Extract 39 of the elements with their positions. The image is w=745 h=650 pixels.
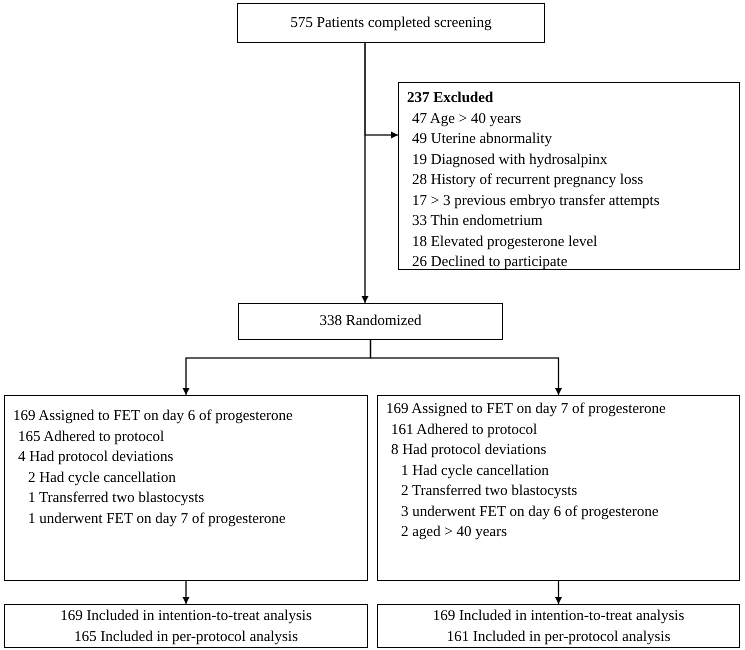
box-text: 19 Diagnosed with hydrosalpinx — [411, 150, 608, 170]
box-text: 17 > 3 previous embryo transfer attempts — [411, 192, 661, 210]
box-text: 161 Included in per-protocol analysis — [446, 628, 672, 646]
box-text: 338 Randomized — [318, 312, 423, 331]
box-text: 4 Had protocol deviations — [17, 448, 174, 467]
box-text: 1 underwent FET on day 7 of progesterone — [27, 510, 287, 528]
box-text: 26 Declined to participate — [411, 253, 568, 272]
box-text: 2 aged > 40 years — [400, 523, 508, 542]
arrow — [555, 581, 562, 604]
box-text: 169 Included in intention-to-treat analysis — [432, 607, 686, 626]
box-text: 3 underwent FET on day 6 of progesterone — [400, 502, 660, 522]
box-text: 47 Age > 40 years — [411, 110, 522, 128]
process-box — [377, 604, 740, 648]
arrow — [182, 581, 190, 604]
box-text: 169 Assigned to FET on day 6 of progesterone — [13, 407, 294, 426]
box-text: 33 Thin endometrium — [411, 212, 544, 231]
process-box — [237, 3, 545, 43]
box-text: 169 Assigned to FET on day 7 of progesterone — [386, 400, 667, 419]
box-text: 2 Had cycle cancellation — [27, 468, 177, 488]
box-text: 575 Patients completed screening — [289, 14, 493, 33]
process-box — [4, 395, 368, 581]
process-box — [377, 395, 740, 581]
process-box — [398, 82, 740, 270]
box-text: 1 Had cycle cancellation — [400, 462, 550, 480]
box-text: 165 Adhered to protocol — [17, 428, 166, 446]
arrow — [370, 340, 562, 395]
box-text: 1 Transferred two blastocysts — [27, 489, 206, 508]
box-text: 18 Elevated progesterone level — [411, 232, 598, 252]
box-text: 161 Adhered to protocol — [390, 420, 538, 440]
process-box — [4, 604, 368, 648]
box-text: 49 Uterine abnormality — [411, 130, 553, 149]
box-text: 28 History of recurrent pregnancy loss — [411, 171, 644, 190]
box-text: 169 Included in intention-to-treat analysis — [59, 607, 313, 626]
box-text: 8 Had protocol deviations — [390, 441, 548, 460]
box-heading: 237 Excluded — [407, 89, 494, 108]
box-text: 2 Transferred two blastocysts — [400, 482, 578, 501]
process-box — [238, 303, 503, 340]
box-text: 165 Included in per-protocol analysis — [73, 628, 299, 646]
arrow — [364, 43, 398, 138]
